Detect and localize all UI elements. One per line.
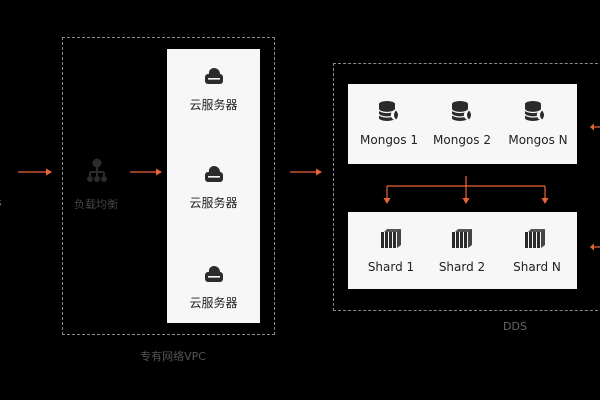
database-icon [378, 101, 402, 121]
database-icon [524, 101, 548, 121]
incoming-arrow [18, 168, 52, 176]
cloud-server-icon [205, 67, 223, 84]
shard-icon [452, 229, 472, 248]
shard-label: Shard 1 [367, 260, 415, 274]
shard-panel [348, 212, 577, 289]
load-balancer-label: 负载均衡 [74, 198, 118, 211]
right-edge-arrow [590, 243, 600, 251]
database-icon [451, 101, 475, 121]
load-balancer-icon [87, 158, 107, 182]
dds-container [333, 63, 600, 311]
vpc-title: 专有网络VPC [140, 350, 206, 363]
servers-to-dds-arrow [290, 168, 322, 176]
mongos-panel [348, 84, 577, 164]
right-edge-arrow [590, 123, 600, 131]
shard-icon [381, 229, 401, 248]
mongos-label: Mongos N [508, 133, 568, 147]
vpc-container [62, 37, 275, 335]
mongos-label: Mongos 2 [433, 133, 491, 147]
mongos-to-shards-connector [383, 176, 549, 204]
server-label: 云服务器 [189, 296, 238, 310]
mongos-label: Mongos 1 [360, 133, 418, 147]
cloud-server-icon [205, 165, 223, 182]
shard-label: Shard N [513, 260, 561, 274]
left-edge-fragment: s [0, 196, 2, 209]
shard-label: Shard 2 [438, 260, 486, 274]
server-label: 云服务器 [189, 98, 238, 112]
dds-title: DDS [503, 320, 527, 333]
server-label: 云服务器 [189, 196, 238, 210]
cloud-server-icon [205, 265, 223, 282]
shard-icon [525, 229, 545, 248]
lb-to-servers-arrow [130, 168, 162, 176]
